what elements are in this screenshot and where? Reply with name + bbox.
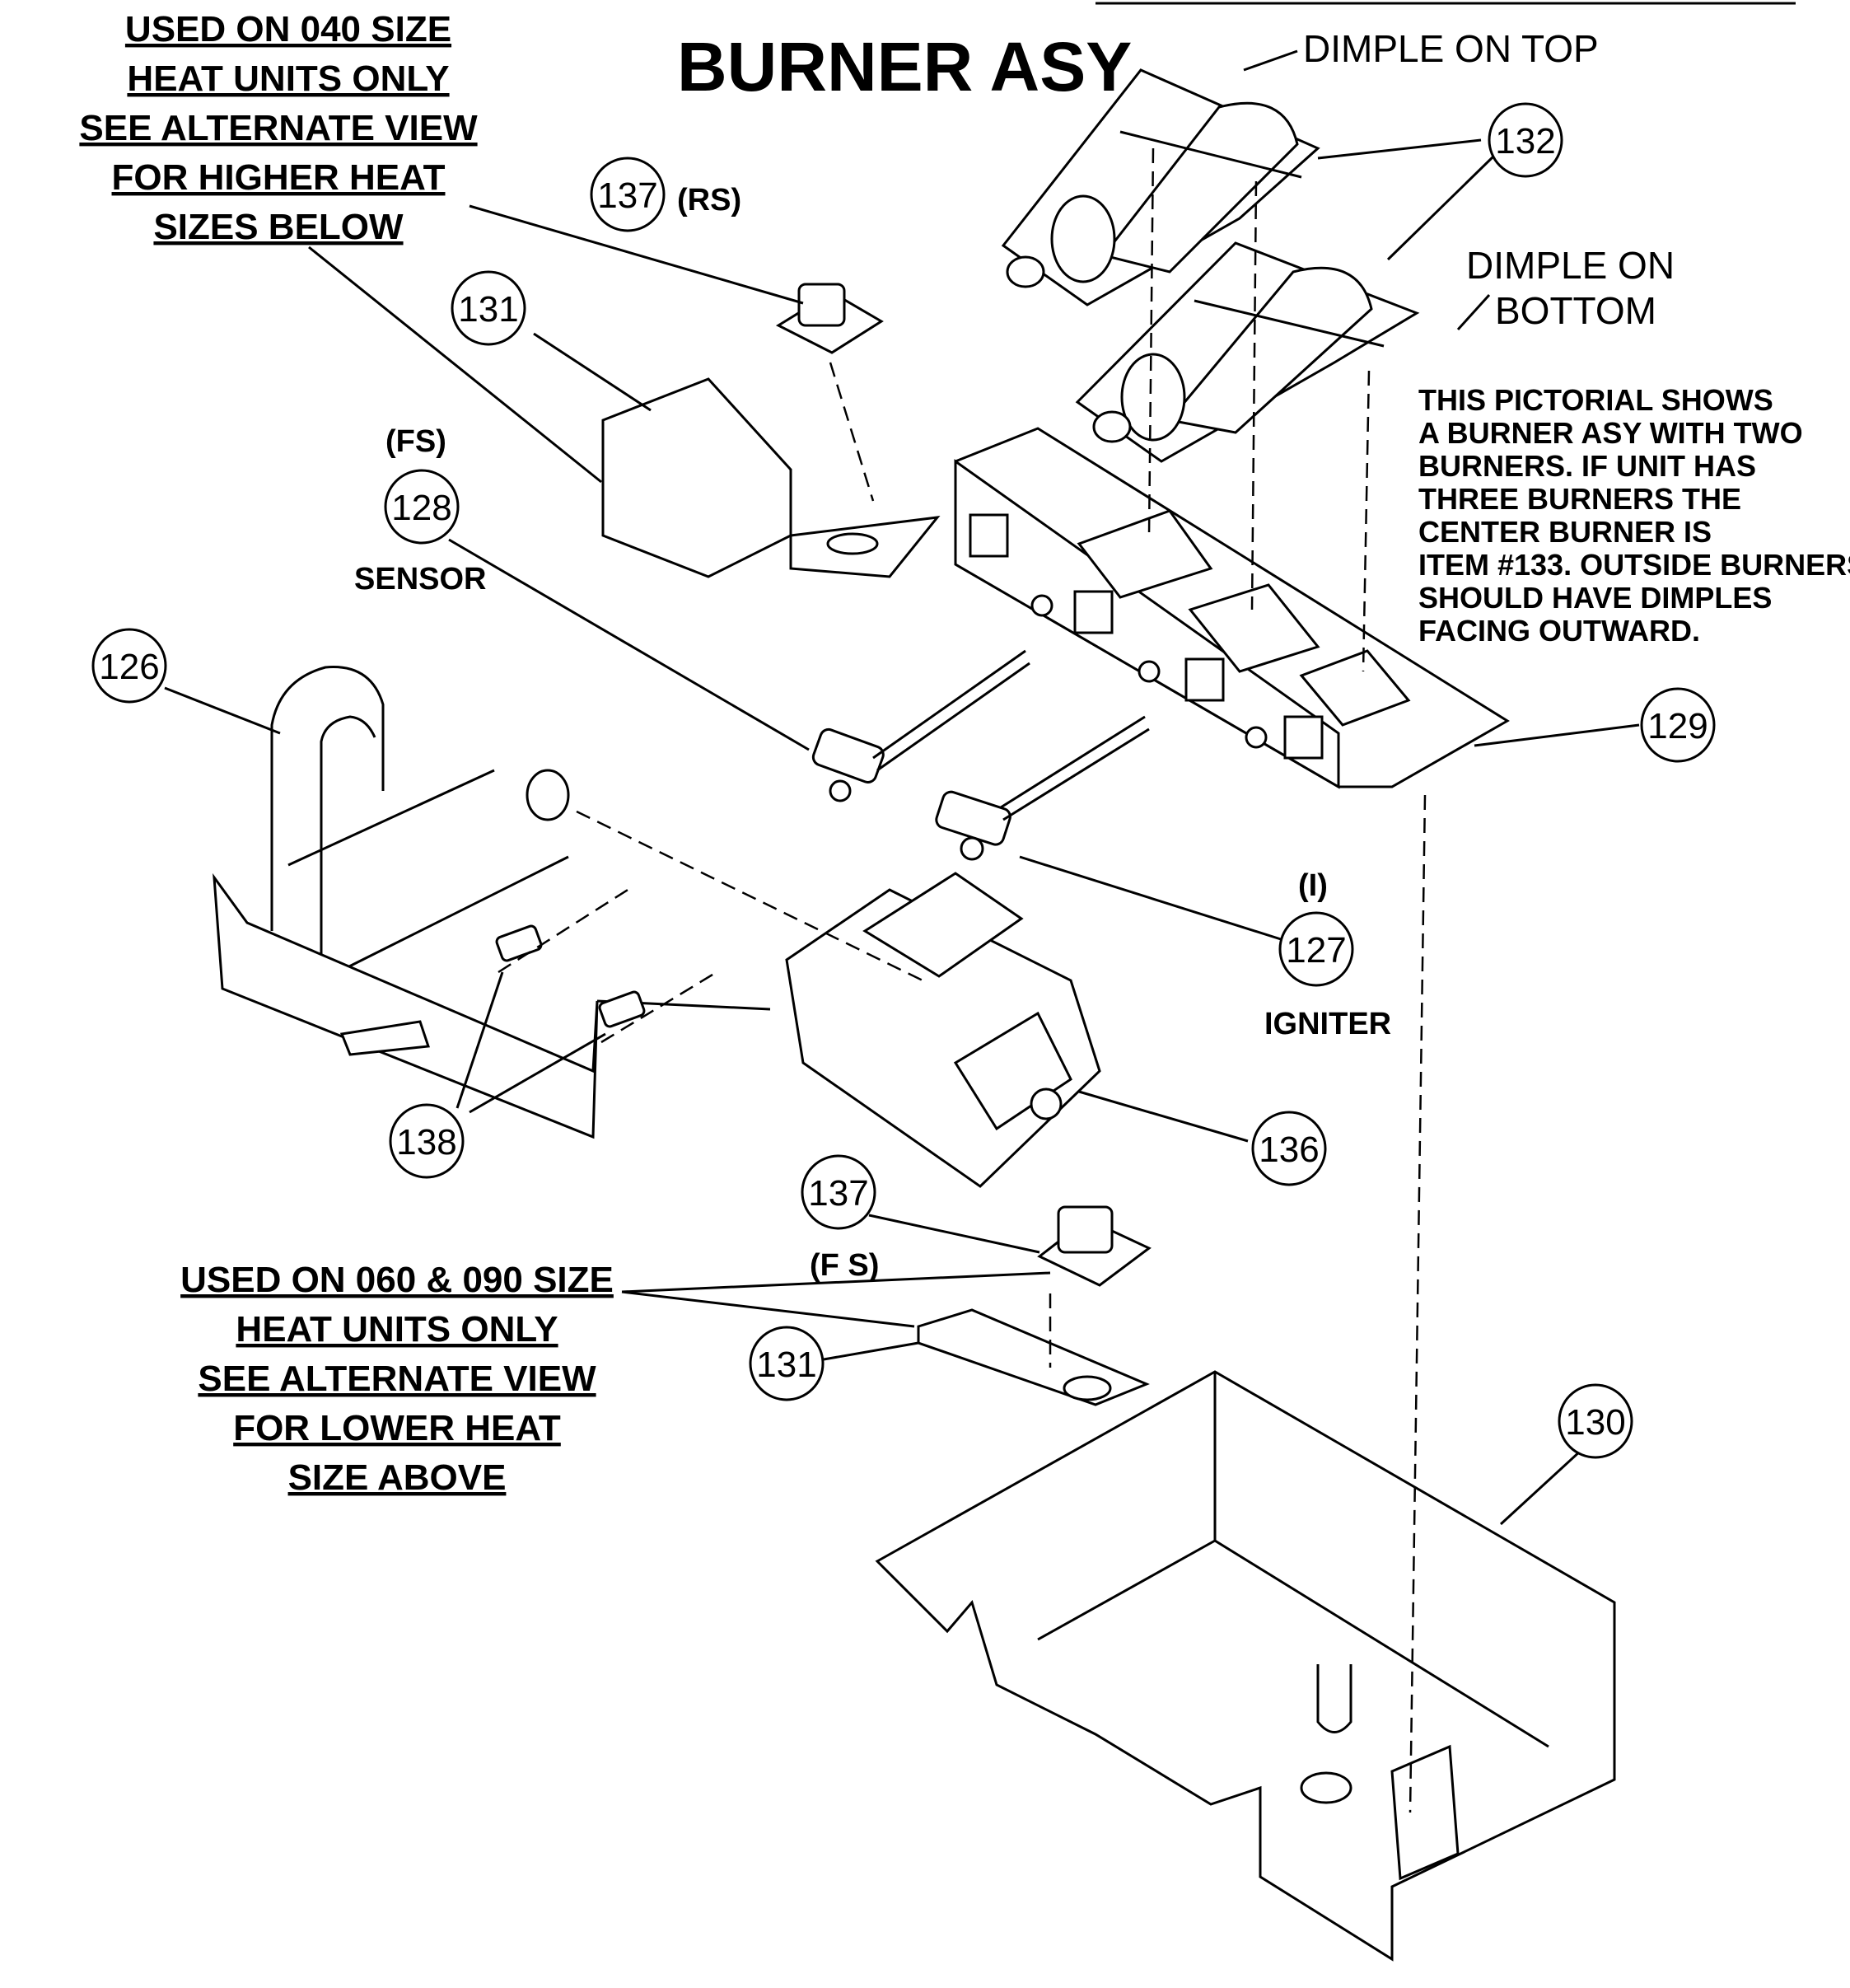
- note-line: SEE ALTERNATE VIEW: [79, 108, 478, 148]
- igniter: [935, 715, 1150, 861]
- label-bottom: BOTTOM: [1495, 289, 1656, 332]
- flame-sensor: [811, 649, 1030, 802]
- orifices: [495, 924, 646, 1028]
- callout-number: 131: [756, 1345, 816, 1385]
- note-line: A BURNER ASY WITH TWO: [1418, 416, 1803, 450]
- note-line: USED ON 060 & 090 SIZE: [180, 1260, 614, 1300]
- note-line: SIZES BELOW: [153, 207, 404, 247]
- callout-number: 131: [458, 289, 518, 330]
- leader-dimple-top: [1243, 49, 1298, 72]
- callout-number: 138: [396, 1122, 456, 1162]
- callout-131-bottom: 131: [749, 1326, 825, 1401]
- callout-number: 127: [1286, 930, 1346, 971]
- label-dimple-on-top: DIMPLE ON TOP: [1303, 27, 1599, 70]
- callout-number: 137: [597, 175, 657, 216]
- callout-138: 138: [389, 1103, 465, 1179]
- note-line: THIS PICTORIAL SHOWS: [1418, 383, 1773, 417]
- callout-number: 130: [1565, 1402, 1625, 1443]
- note-line: HEAT UNITS ONLY: [236, 1309, 558, 1350]
- note-line: BURNERS. IF UNIT HAS: [1418, 449, 1756, 483]
- note-bottom-left: USED ON 060 & 090 SIZE HEAT UNITS ONLY S…: [180, 1260, 614, 1498]
- label-sensor: SENSOR: [354, 562, 486, 596]
- label-rs: (RS): [677, 183, 741, 218]
- note-line: SIZE ABOVE: [288, 1457, 507, 1498]
- callout-132: 132: [1488, 102, 1563, 178]
- leaders: [164, 138, 1640, 1526]
- note-line: SEE ALTERNATE VIEW: [198, 1359, 596, 1399]
- callout-number: 136: [1259, 1130, 1319, 1170]
- gas-valve: [785, 872, 1101, 1188]
- leader-dimple-bottom: [1456, 293, 1491, 331]
- bracket-lower: [917, 1308, 1150, 1406]
- callout-136: 136: [1251, 1111, 1327, 1186]
- note-line: ITEM #133. OUTSIDE BURNERS: [1418, 548, 1850, 582]
- note-line: FOR LOWER HEAT: [233, 1408, 561, 1448]
- callout-129: 129: [1640, 687, 1716, 763]
- callout-127: 127: [1278, 911, 1354, 987]
- callout-number: 126: [99, 647, 159, 687]
- alignment-lines: [498, 147, 1427, 1813]
- burner-box: [954, 427, 1510, 789]
- note-line: SHOULD HAVE DIMPLES: [1418, 581, 1772, 615]
- note-line: FOR HIGHER HEAT: [112, 157, 446, 198]
- callout-137-bottom: 137: [801, 1154, 876, 1230]
- note-line: HEAT UNITS ONLY: [127, 58, 449, 99]
- note-line: FACING OUTWARD.: [1418, 614, 1700, 648]
- note-right: THIS PICTORIAL SHOWS A BURNER ASY WITH T…: [1418, 383, 1850, 648]
- callout-130: 130: [1558, 1383, 1633, 1459]
- note-line: THREE BURNERS THE: [1418, 482, 1741, 516]
- rollout-switch-upper: [775, 283, 884, 354]
- page-title: BURNER ASY: [677, 28, 1132, 105]
- note-top-left: USED ON 040 SIZE HEAT UNITS ONLY SEE ALT…: [79, 9, 478, 247]
- note-line: USED ON 040 SIZE: [125, 9, 451, 49]
- fs-switch-lower: [1037, 1205, 1152, 1287]
- callout-number: 129: [1647, 706, 1708, 746]
- note-line: CENTER BURNER IS: [1418, 515, 1712, 549]
- base-pan: [875, 1370, 1616, 1962]
- label-dimple-on: DIMPLE ON: [1466, 244, 1675, 287]
- callout-number: 132: [1495, 121, 1555, 161]
- burner-lower: [1075, 241, 1420, 463]
- heat-shield-upper: [601, 377, 941, 578]
- label-igniter: IGNITER: [1264, 1007, 1391, 1041]
- callout-number: 128: [391, 488, 451, 528]
- callout-126: 126: [91, 628, 167, 704]
- callout-128: 128: [384, 469, 460, 545]
- manifold: [213, 666, 771, 1139]
- label-i: (I): [1298, 868, 1328, 903]
- label-fs-lower: (F S): [810, 1248, 879, 1283]
- callout-number: 137: [808, 1173, 868, 1214]
- callout-131-top: 131: [451, 270, 526, 346]
- label-fs: (FS): [385, 424, 446, 459]
- callout-137-top: 137: [590, 157, 666, 232]
